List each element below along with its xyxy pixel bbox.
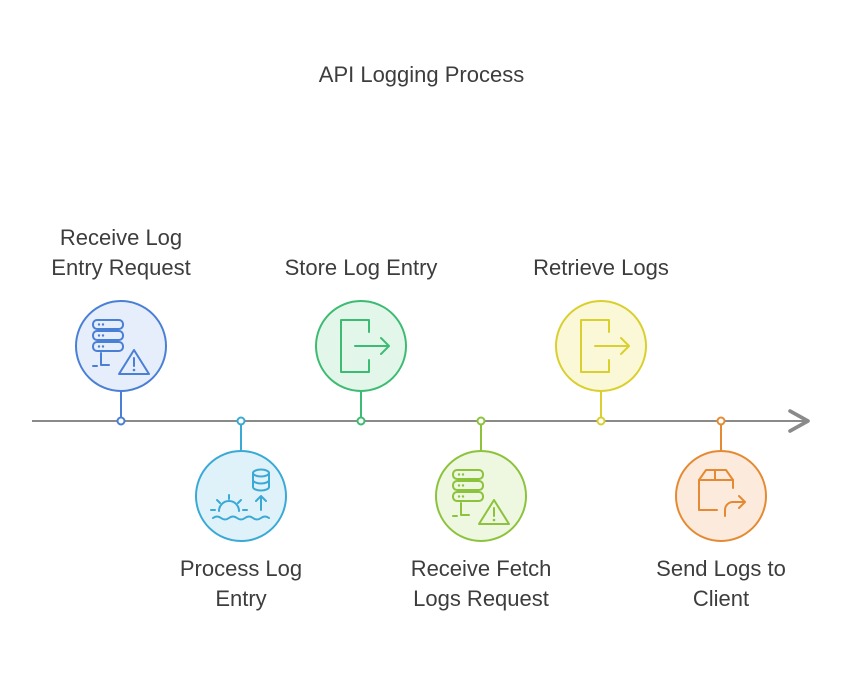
step-label: Store Log Entry bbox=[261, 253, 461, 283]
step-label-line: Receive Log bbox=[59, 225, 183, 250]
step-node bbox=[675, 450, 767, 542]
server-warning-icon bbox=[452, 469, 510, 525]
step-node bbox=[195, 450, 287, 542]
step-label-line: Entry Request bbox=[51, 255, 191, 280]
timeline-marker bbox=[716, 416, 726, 426]
step-node bbox=[435, 450, 527, 542]
box-share-icon bbox=[698, 469, 746, 517]
timeline-marker bbox=[476, 416, 486, 426]
step-label-line: Send Logs to bbox=[656, 556, 786, 581]
step-label-line: Logs Request bbox=[413, 586, 549, 611]
server-warning-icon bbox=[92, 319, 150, 375]
timeline-marker bbox=[596, 416, 606, 426]
step-2 bbox=[195, 416, 287, 542]
step-label: Retrieve Logs bbox=[501, 253, 701, 283]
step-label-line: Receive Fetch bbox=[410, 556, 552, 581]
step-3 bbox=[315, 300, 407, 426]
export-arrow-icon bbox=[580, 319, 630, 373]
step-6 bbox=[675, 416, 767, 542]
step-4 bbox=[435, 416, 527, 542]
timeline-marker bbox=[116, 416, 126, 426]
export-arrow-icon bbox=[340, 319, 390, 373]
step-label-line: Retrieve Logs bbox=[533, 255, 669, 280]
step-node bbox=[75, 300, 167, 392]
step-1 bbox=[75, 300, 167, 426]
step-5 bbox=[555, 300, 647, 426]
timeline-marker bbox=[356, 416, 366, 426]
step-label-line: Entry bbox=[215, 586, 267, 611]
timeline-marker bbox=[236, 416, 246, 426]
diagram-title: API Logging Process bbox=[318, 62, 525, 87]
step-label: Send Logs to Client bbox=[621, 554, 821, 614]
process-database-icon bbox=[210, 468, 270, 521]
step-label-line: Process Log bbox=[179, 556, 303, 581]
step-label-line: Client bbox=[692, 586, 750, 611]
step-label-line: Store Log Entry bbox=[284, 255, 438, 280]
